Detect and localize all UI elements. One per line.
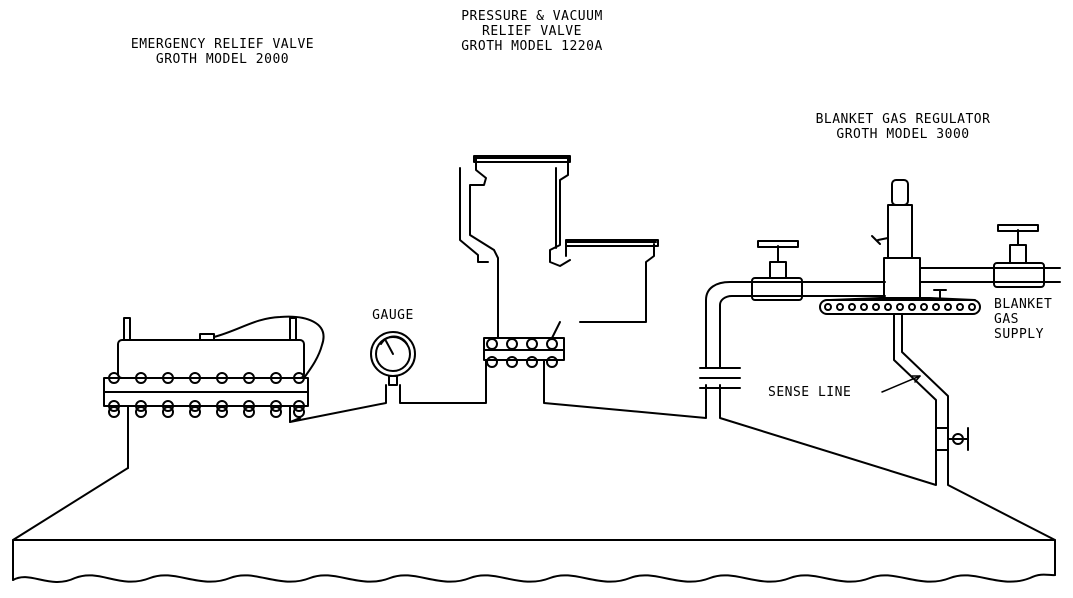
erv-bolt (244, 401, 254, 411)
erv-bolt (109, 401, 119, 411)
regulator-body (884, 258, 920, 298)
diaphragm-housing (820, 300, 980, 314)
gauge-stem (389, 376, 397, 385)
erv-bolt (136, 373, 146, 383)
tank-body-outline (13, 540, 1055, 580)
pvrv-bolts (487, 339, 557, 367)
gauge-scale (381, 336, 407, 344)
erv-bolt (294, 407, 304, 417)
sense-valve-stem (948, 428, 968, 450)
pressure-vacuum-label: PRESSURE & VACUUM RELIEF VALVE GROTH MOD… (461, 9, 603, 54)
diaphragm-cover (830, 298, 975, 300)
pvrv-vacuum-bar (566, 240, 658, 246)
blanket-gas-regulator (700, 180, 1060, 450)
emergency-relief-valve (104, 317, 324, 422)
erv-lid-curve (214, 317, 324, 378)
erv-bolt (217, 401, 227, 411)
erv-bolt (109, 407, 119, 417)
erv-bolt (190, 407, 200, 417)
pvrv-vacuum-hood (566, 242, 656, 322)
erv-bolt (271, 401, 281, 411)
erv-bolt (190, 373, 200, 383)
erv-hinge (200, 334, 214, 340)
blanket-regulator-label: BLANKET GAS REGULATOR GROTH MODEL 3000 (815, 112, 991, 142)
erv-bolt (163, 407, 173, 417)
erv-bolt (217, 407, 227, 417)
erv-bolt (163, 373, 173, 383)
erv-bolt (294, 373, 304, 383)
pvrv-top-bar (474, 156, 570, 162)
valve-left-handwheel (758, 241, 798, 247)
erv-flange-lower (104, 392, 308, 406)
sense-line-arrow (912, 376, 920, 382)
erv-bolt (190, 401, 200, 411)
pressure-vacuum-relief-valve (460, 156, 658, 368)
regulator-bonnet (888, 205, 912, 258)
erv-bolt (163, 401, 173, 411)
pvrv-nozzle (486, 360, 544, 368)
pilot-stem (934, 290, 946, 300)
sense-valve-body (936, 428, 948, 450)
sense-line (894, 314, 948, 450)
pvrv-hood-left-outer (460, 168, 488, 262)
tank-dome (13, 368, 1055, 540)
sense-valve-nut (953, 434, 963, 444)
blanket-supply-label: BLANKET GAS SUPPLY (994, 297, 1053, 342)
erv-bolt (294, 401, 304, 411)
main-pipe (706, 282, 885, 368)
regulator-vent (872, 236, 888, 244)
erv-bolt (136, 401, 146, 411)
diaphragm-bolts (825, 304, 975, 310)
valve-right-handwheel (998, 225, 1038, 231)
erv-handle-left (124, 318, 130, 340)
pvrv-pressure-hood (470, 158, 570, 338)
erv-bolt (217, 373, 227, 383)
regulator-cap (892, 180, 908, 205)
pressure-gauge (371, 332, 415, 385)
tank (13, 368, 1055, 582)
valve-right-bonnet (1010, 245, 1026, 263)
tank-broken-edge (13, 575, 1055, 582)
valve-right-body (994, 263, 1044, 287)
erv-bolt (109, 373, 119, 383)
gauge-needle (386, 341, 393, 354)
valve-left-bonnet (770, 262, 786, 278)
erv-bolt (136, 407, 146, 417)
pvrv-flange-lower (484, 350, 564, 360)
erv-bolt (244, 373, 254, 383)
emergency-relief-label: EMERGENCY RELIEF VALVE GROTH MODEL 2000 (130, 37, 315, 67)
erv-bolt (271, 407, 281, 417)
erv-bolts (109, 373, 304, 417)
erv-bolt (244, 407, 254, 417)
supply-pipe (920, 268, 1060, 282)
sense-line-label: SENSE LINE (768, 385, 852, 400)
sense-line-leader (882, 376, 920, 392)
erv-handle-right (290, 318, 296, 340)
gauge-label: GAUGE (372, 308, 414, 323)
erv-flange-upper (104, 378, 308, 392)
erv-bolt (271, 373, 281, 383)
pvrv-body (510, 322, 560, 338)
